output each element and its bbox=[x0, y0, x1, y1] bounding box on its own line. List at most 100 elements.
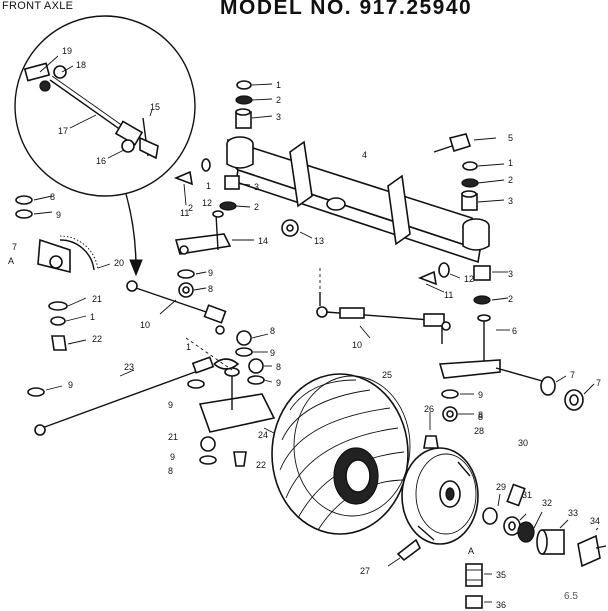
callout-left-6: 23 bbox=[124, 362, 134, 372]
left-small-parts bbox=[48, 297, 87, 351]
callout-right-7: 3 bbox=[508, 269, 513, 279]
callout-right-4: 1 bbox=[508, 158, 513, 168]
callout-left-1: 9 bbox=[56, 210, 61, 220]
callout-center-6: 1 bbox=[206, 181, 211, 191]
tire bbox=[271, 373, 411, 535]
callout-left-11: 8 bbox=[168, 466, 173, 476]
callout-right-3: 5 bbox=[508, 133, 513, 143]
callout-right-14: 9 bbox=[478, 390, 483, 400]
callout-center-13: 8 bbox=[276, 362, 281, 372]
tie-rod-left bbox=[126, 280, 227, 335]
callout-left-0: 8 bbox=[50, 192, 55, 202]
axle-beam-top bbox=[227, 138, 483, 252]
detail-a bbox=[465, 563, 492, 609]
center-washers-upper bbox=[177, 269, 207, 298]
callout-center-2: 14 bbox=[258, 236, 268, 246]
callout-wheel-0: 25 bbox=[382, 370, 392, 380]
callout-left-3: 21 bbox=[92, 294, 102, 304]
bolt-27 bbox=[387, 538, 422, 567]
callout-inset-2: 15 bbox=[150, 102, 160, 112]
callout-center-0: 4 bbox=[362, 150, 367, 160]
inset-connector-arrow bbox=[129, 259, 143, 277]
callout-center-19: 10 bbox=[352, 340, 362, 350]
callout-inset-0: 19 bbox=[62, 46, 72, 56]
inset-tie-rod-edge bbox=[51, 75, 131, 132]
inset-circle bbox=[14, 15, 196, 197]
callout-wheel-5: 29 bbox=[496, 482, 506, 492]
hub-parts bbox=[482, 483, 607, 568]
callout-center-18: 10 bbox=[140, 320, 150, 330]
callout-center-17: 22 bbox=[256, 460, 266, 470]
callout-right-2: 3 bbox=[276, 112, 281, 122]
callout-center-15: 1 bbox=[186, 342, 191, 352]
right-washers bbox=[441, 389, 474, 422]
center-small-parts bbox=[173, 158, 251, 211]
callout-wheel-7: 32 bbox=[542, 498, 552, 508]
callout-right-15: 8 bbox=[478, 410, 483, 420]
callout-right-8: 2 bbox=[508, 294, 513, 304]
callout-wheel-9: 34 bbox=[590, 516, 600, 526]
axle-bracket-left bbox=[289, 140, 313, 208]
inset-rod-end-right bbox=[114, 120, 144, 146]
callout-left-12: 7 bbox=[12, 242, 17, 252]
callout-center-14: 9 bbox=[276, 378, 281, 388]
callout-right-0: 1 bbox=[276, 80, 281, 90]
callout-center-11: 8 bbox=[270, 326, 275, 336]
right-small-parts bbox=[417, 262, 461, 293]
nut-13 bbox=[281, 219, 313, 239]
callout-center-10: 8 bbox=[208, 284, 213, 294]
inset-ball bbox=[39, 80, 51, 92]
steering-arm-14 bbox=[174, 210, 254, 255]
callout-wheel-3: 8 bbox=[478, 412, 483, 422]
axle-bracket-right bbox=[387, 174, 411, 246]
bearing-stack-right bbox=[461, 161, 505, 211]
tie-rod-right bbox=[316, 292, 451, 344]
callout-wheel-12: 35 bbox=[496, 570, 506, 580]
inset-connector bbox=[125, 193, 137, 269]
inset-nut-16 bbox=[121, 139, 135, 153]
model-number: MODEL NO. 917.25940 bbox=[220, 0, 473, 19]
callout-center-12: 9 bbox=[270, 348, 275, 358]
callout-center-7: 2 bbox=[188, 203, 193, 213]
callout-wheel-6: 31 bbox=[522, 490, 532, 500]
inset-rod-end bbox=[23, 62, 51, 82]
rim bbox=[401, 447, 479, 545]
callout-inset-3: 17 bbox=[58, 126, 68, 136]
callout-right-11: 6 bbox=[512, 326, 517, 336]
callout-left-13: A bbox=[8, 256, 14, 266]
callout-right-10: 11 bbox=[444, 290, 453, 300]
callout-right-1: 2 bbox=[276, 95, 281, 105]
callout-left-5: 22 bbox=[92, 334, 102, 344]
callout-wheel-8: 33 bbox=[568, 508, 578, 518]
callout-left-7: 9 bbox=[68, 380, 73, 390]
callout-wheel-2: 28 bbox=[474, 426, 484, 436]
valve bbox=[423, 412, 439, 449]
inset-nut bbox=[53, 65, 67, 79]
callout-left-10: 9 bbox=[170, 452, 175, 462]
callout-right-12: 7 bbox=[570, 370, 575, 380]
callout-center-5: 3 bbox=[254, 182, 259, 192]
callout-wheel-1: 26 bbox=[424, 404, 434, 414]
callout-wheel-10: 27 bbox=[360, 566, 370, 576]
drag-link bbox=[27, 356, 215, 436]
callout-center-8: 11 bbox=[180, 208, 189, 218]
pivot-bushing bbox=[326, 197, 346, 211]
page-code: 6.5 bbox=[564, 591, 578, 602]
callout-right-5: 2 bbox=[508, 175, 513, 185]
inset-bracket bbox=[139, 136, 159, 160]
callout-inset-1: 18 bbox=[76, 60, 86, 70]
callout-left-8: 9 bbox=[168, 400, 173, 410]
sector-gear bbox=[15, 195, 111, 274]
callout-center-3: 12 bbox=[202, 198, 212, 208]
callout-center-1: 13 bbox=[314, 236, 324, 246]
axle-beam bbox=[226, 136, 490, 264]
pivot-bolt bbox=[433, 133, 497, 153]
callout-center-4: 2 bbox=[254, 202, 259, 212]
callout-center-9: 9 bbox=[208, 268, 213, 278]
callout-wheel-4: 30 bbox=[518, 438, 528, 448]
callout-left-4: 1 bbox=[90, 312, 95, 322]
callout-left-2: 20 bbox=[114, 258, 124, 268]
